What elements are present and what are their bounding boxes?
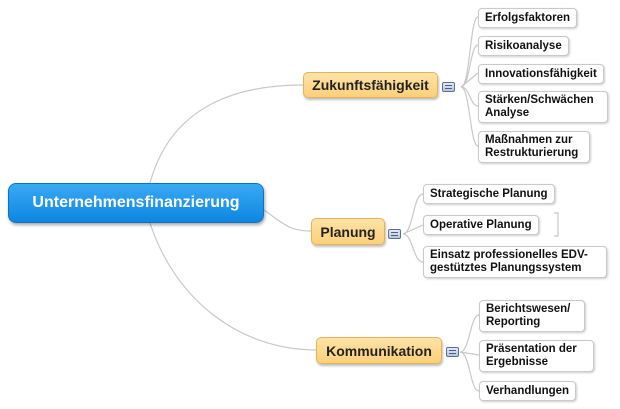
topic-strategische-planung[interactable]: Strategische Planung [423,184,555,204]
topic-erfolgsfaktoren[interactable]: Erfolgsfaktoren [478,8,577,28]
topic-label: Innovationsfähigkeit [485,67,597,80]
topic-staerken-schwaechen[interactable]: Stärken/Schwächen Analyse [478,91,608,123]
topic-label: Erfolgsfaktoren [485,11,570,24]
topic-label: Präsentation der Ergebnisse [486,343,577,368]
topic-berichtswesen[interactable]: Berichtswesen/ Reporting [479,300,585,332]
branch-kommunikation[interactable]: Kommunikation [316,337,442,364]
root-topic[interactable]: Unternehmensfinanzierung [8,183,264,223]
topic-operative-planung[interactable]: Operative Planung [423,215,539,235]
note-icon[interactable] [388,229,401,239]
topic-label: Risikoanalyse [485,39,562,52]
branch-planung[interactable]: Planung [311,218,385,245]
topic-edv-planungssystem[interactable]: Einsatz professionelles EDV-gestütztes P… [423,246,607,278]
topic-label: Strategische Planung [430,187,548,200]
topic-label: Maßnahmen zur Restrukturierung [485,134,579,159]
branch-label: Planung [320,223,376,240]
topic-label: Operative Planung [430,218,532,231]
branch-label: Zukunftsfähigkeit [312,77,429,93]
topic-praesentation[interactable]: Präsentation der Ergebnisse [479,340,594,372]
topic-label: Verhandlungen [486,384,570,397]
branch-label: Kommunikation [326,342,432,359]
note-icon[interactable] [446,347,459,357]
root-topic-label: Unternehmensfinanzierung [32,194,240,211]
topic-innovationsfaehigkeit[interactable]: Innovationsfähigkeit [478,64,604,84]
topic-label: Berichtswesen/ Reporting [486,303,571,328]
topic-verhandlungen[interactable]: Verhandlungen [479,381,577,401]
note-icon[interactable] [442,82,455,92]
topic-label: Stärken/Schwächen Analyse [485,94,594,119]
topic-massnahmen[interactable]: Maßnahmen zur Restrukturierung [478,131,590,163]
topic-risikoanalyse[interactable]: Risikoanalyse [478,36,569,56]
topic-label: Einsatz professionelles EDV-gestütztes P… [430,249,588,274]
branch-zukunftsfaehigkeit[interactable]: Zukunftsfähigkeit [303,72,438,98]
